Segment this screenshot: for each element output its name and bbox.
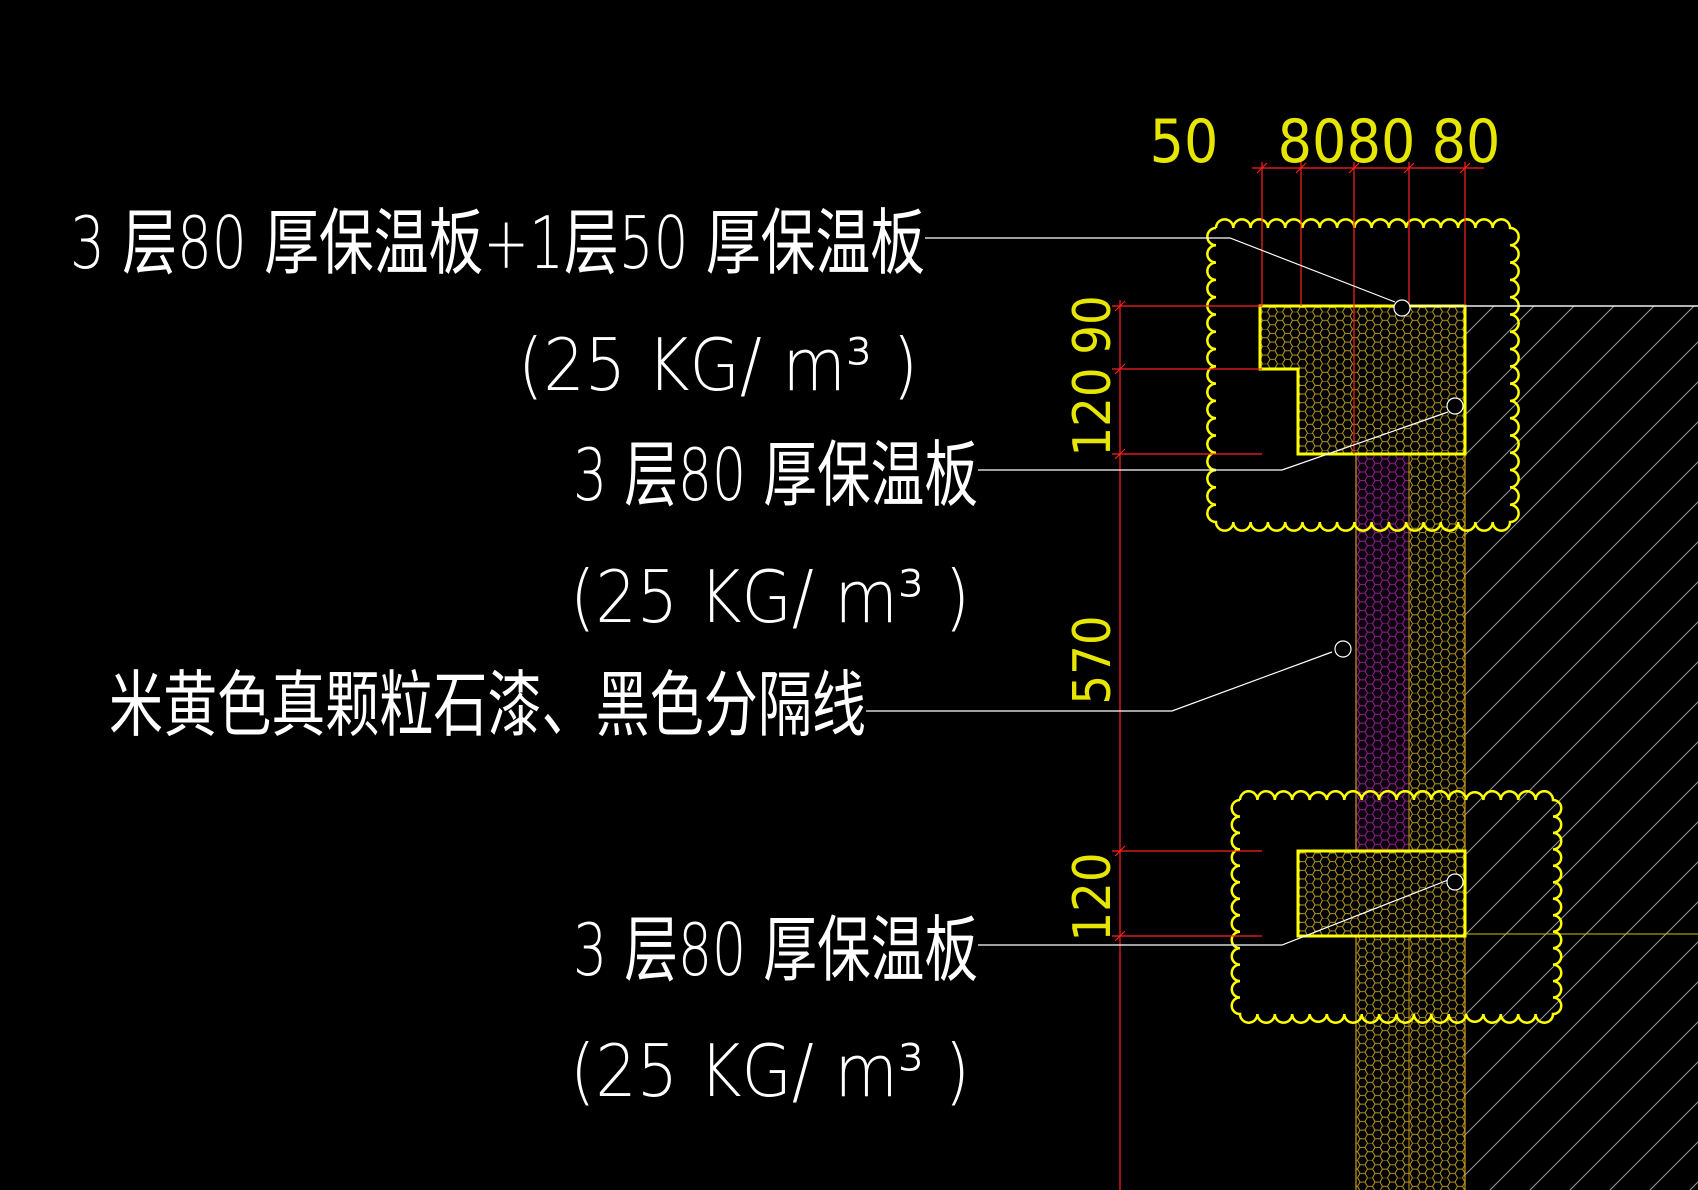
wall-hatch xyxy=(1464,305,1698,1190)
annotation-2-line2: (25 KG/ m³ ) xyxy=(570,555,970,639)
dimension-side-90: 90 xyxy=(1063,295,1123,355)
annotation-1-line2: (25 KG/ m³ ) xyxy=(518,323,918,407)
leader-lines xyxy=(866,237,1698,946)
dimension-side-120: 120 xyxy=(1063,367,1123,456)
leader-circle-icon xyxy=(1334,299,1464,891)
dimension-side-lower-120: 120 xyxy=(1063,852,1123,941)
dimension-lines xyxy=(1112,162,1484,1190)
dimension-top-4: 80 xyxy=(1432,107,1501,177)
annotation-3-line1: 米黄色真颗粒石漆、黑色分隔线 xyxy=(109,663,866,747)
dimension-texts: 50 80 80 80 120 90 570 120 xyxy=(1063,107,1500,942)
annotation-4-line2: (25 KG/ m³ ) xyxy=(570,1029,970,1113)
revision-cloud-upper xyxy=(1206,218,1520,532)
annotation-2-line1: 3 层80 厚保温板 xyxy=(573,433,978,517)
revision-cloud-lower xyxy=(1230,790,1563,1024)
revision-cloud-icon xyxy=(1206,218,1563,1024)
annotation-4-line1: 3 层80 厚保温板 xyxy=(573,908,978,992)
dimension-top-2: 80 xyxy=(1278,107,1347,177)
lower-insulation-block xyxy=(1296,849,1467,938)
dimension-top-1: 50 xyxy=(1150,107,1219,177)
dimension-side-570: 570 xyxy=(1063,615,1123,704)
annotations: 3 层80 厚保温板+1层50 厚保温板 (25 KG/ m³ ) 3 层80 … xyxy=(70,201,978,1113)
dimension-top-3: 80 xyxy=(1347,107,1416,177)
annotation-1-line1: 3 层80 厚保温板+1层50 厚保温板 xyxy=(70,201,925,285)
upper-insulation-block xyxy=(1258,304,1467,456)
